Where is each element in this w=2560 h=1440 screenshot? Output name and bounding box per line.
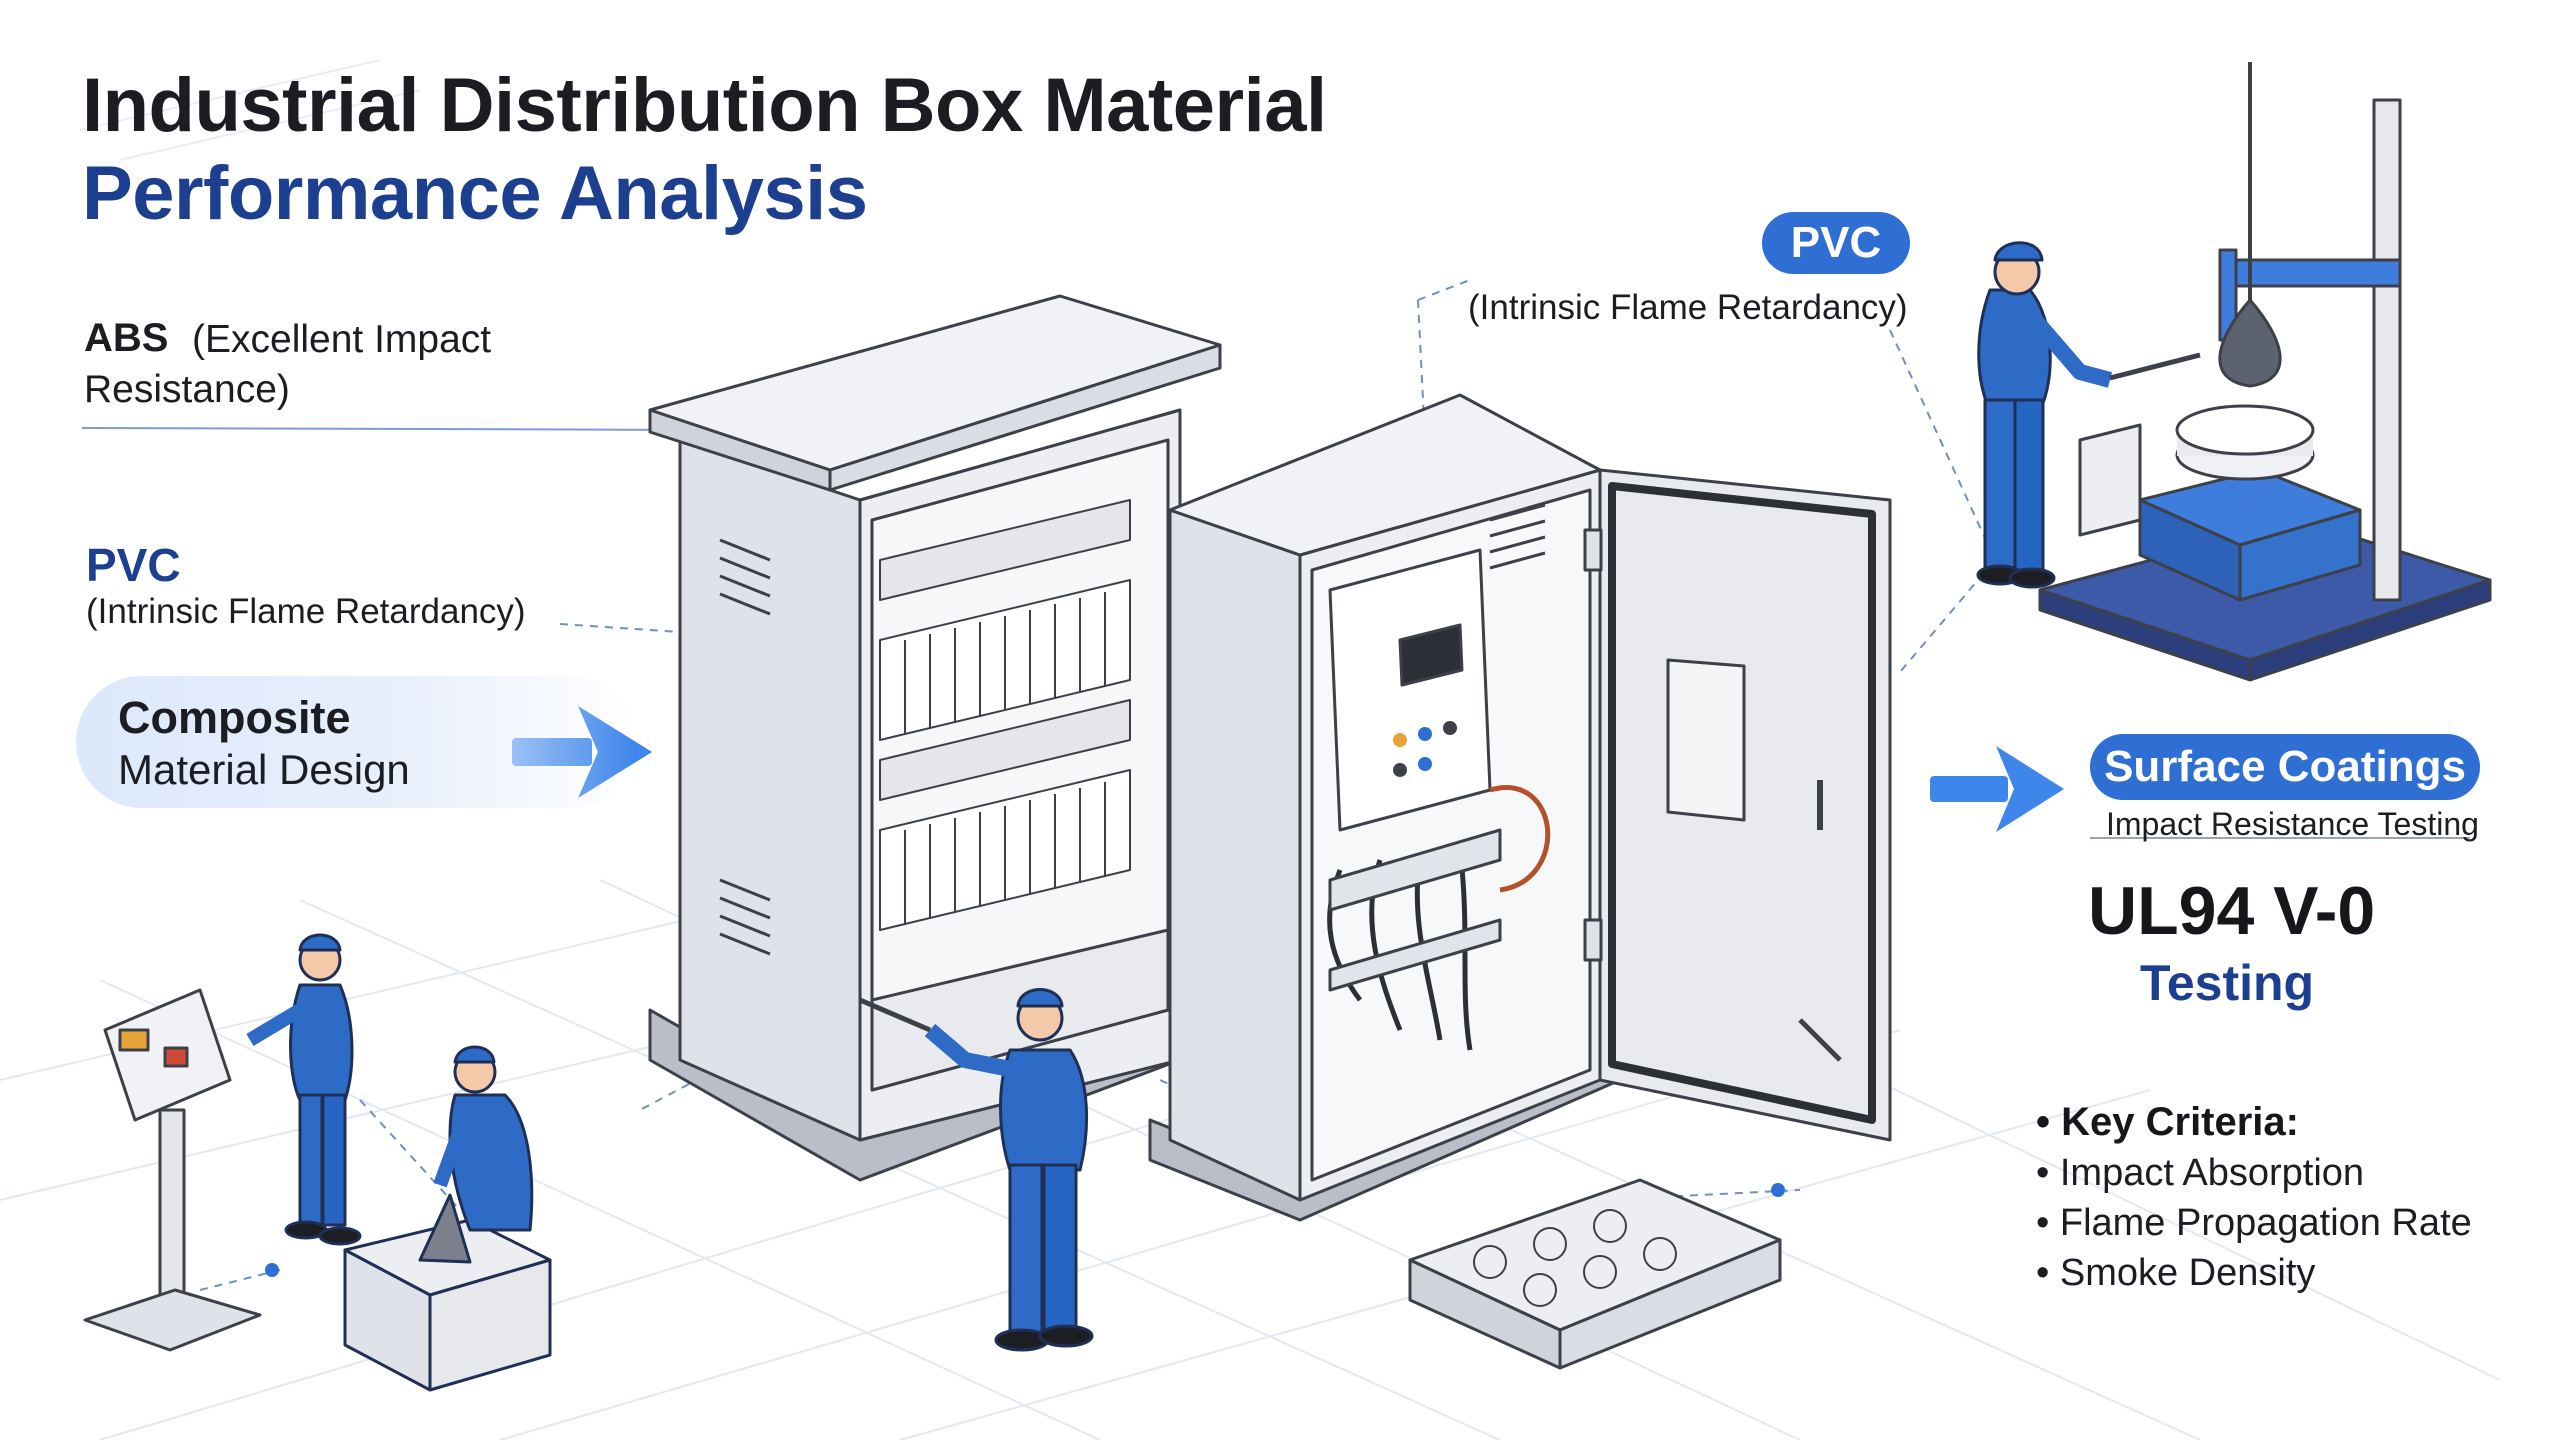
pvc-top-description: (Intrinsic Flame Retardancy) [1468, 288, 1908, 327]
technician-top-right [1976, 241, 2201, 589]
page-title-line-2: Performance Analysis [82, 151, 868, 236]
impact-test-rig [2038, 62, 2492, 682]
technician-center [859, 988, 1094, 1352]
surface-coatings-badge: Surface Coatings [2090, 734, 2480, 800]
pvc-top-badge: PVC [1762, 212, 1910, 274]
right-cabinet [1148, 393, 1892, 1222]
leader-dot-icon [265, 1263, 279, 1277]
pvc-left-label: PVC [86, 539, 181, 591]
leader-dot-icon [1771, 1183, 1785, 1197]
right-arrow-icon [1930, 746, 2064, 832]
criteria-item: • Smoke Density [2036, 1252, 2316, 1294]
page-title-line-1: Industrial Distribution Box Material [82, 63, 1327, 148]
floor-panel [1408, 1178, 1782, 1370]
technician-left [246, 933, 362, 1246]
testing-label: Testing [2140, 955, 2315, 1011]
abs-description-line-2: Resistance) [84, 368, 290, 411]
composite-callout [76, 676, 636, 808]
impact-testing-label: Impact Resistance Testing [2106, 806, 2479, 842]
criteria-item: • Flame Propagation Rate [2036, 1202, 2472, 1244]
ul94-rating: UL94 V-0 [2088, 873, 2376, 949]
key-criteria-title: • Key Criteria: [2036, 1100, 2299, 1144]
pvc-left-description: (Intrinsic Flame Retardancy) [86, 592, 526, 631]
technician-kneeling [343, 1045, 552, 1392]
composite-label: Composite [118, 692, 351, 743]
test-console [83, 988, 262, 1352]
criteria-item: • Impact Absorption [2036, 1152, 2365, 1194]
left-cabinet [648, 294, 1222, 1182]
abs-label: ABS [84, 316, 169, 360]
abs-description-line-1: (Excellent Impact [192, 318, 492, 361]
composite-description: Material Design [118, 746, 410, 793]
